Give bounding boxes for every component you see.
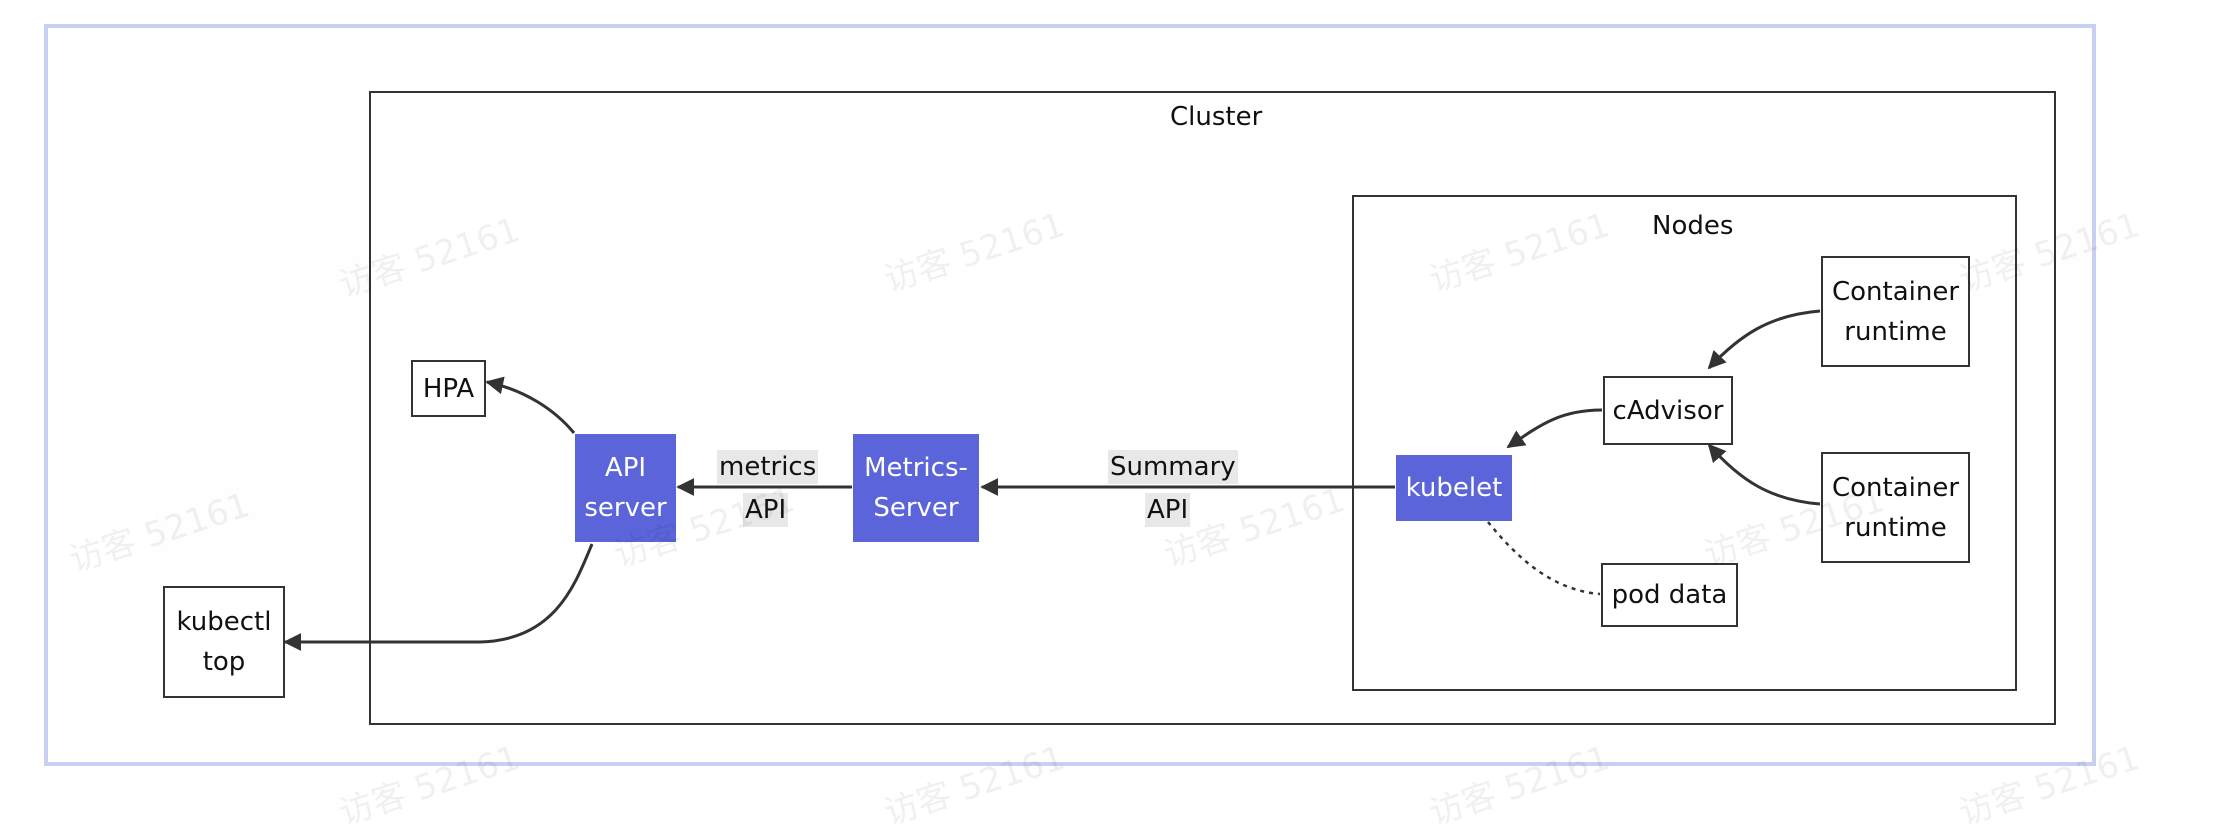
edge-label-metrics: metrics xyxy=(717,450,819,484)
nodes-title: Nodes xyxy=(1652,211,1734,241)
node-kubelet[interactable]: kubelet xyxy=(1396,455,1512,521)
edge-label-metrics-api: API xyxy=(743,493,789,527)
edge-cadvisor-to-kubelet xyxy=(1506,408,1603,449)
edge-label-summary-api: API xyxy=(1145,493,1191,527)
node-cadvisor[interactable]: cAdvisor xyxy=(1603,376,1733,445)
node-container-runtime-2[interactable]: Container runtime xyxy=(1821,452,1970,563)
edge-runtime1-to-cadvisor xyxy=(1707,309,1821,370)
edges-layer xyxy=(283,309,1821,651)
edge-api-to-hpa xyxy=(485,376,576,434)
edge-runtime2-to-cadvisor xyxy=(1707,443,1821,506)
cluster-title: Cluster xyxy=(1170,102,1263,132)
edge-api-to-kubectl xyxy=(283,543,594,651)
node-hpa[interactable]: HPA xyxy=(411,360,486,417)
node-container-runtime-1[interactable]: Container runtime xyxy=(1821,256,1970,367)
edge-kubelet-to-poddata xyxy=(1487,521,1601,596)
edge-label-summary: Summary xyxy=(1108,450,1238,484)
node-pod-data[interactable]: pod data xyxy=(1601,563,1738,627)
node-kubectl-top[interactable]: kubectl top xyxy=(163,586,285,698)
node-api-server[interactable]: API server xyxy=(575,434,676,542)
node-metrics-server[interactable]: Metrics- Server xyxy=(853,434,979,542)
